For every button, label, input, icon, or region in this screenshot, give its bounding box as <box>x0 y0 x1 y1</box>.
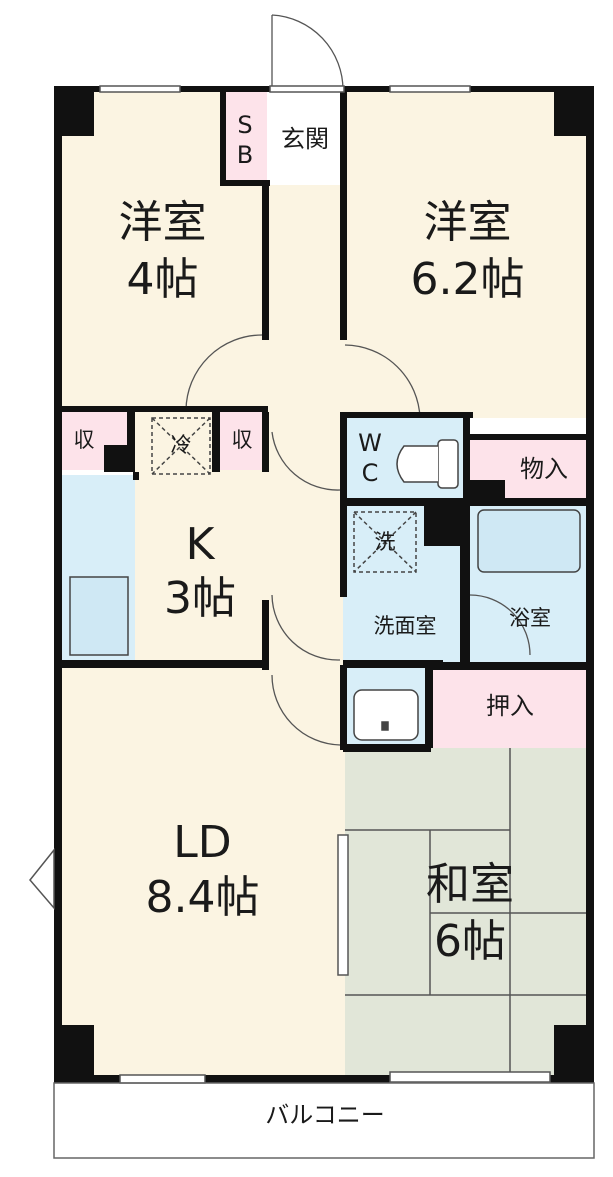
closet-floor <box>430 668 588 748</box>
vanity-drain <box>381 721 389 731</box>
ld-name: LD <box>173 817 232 868</box>
hallway-floor <box>267 185 343 745</box>
shoe-box-floor <box>222 90 267 180</box>
toilet-tank <box>437 439 459 489</box>
washroom-label: 洗面室 <box>373 614 437 638</box>
vanity-basin <box>353 689 419 741</box>
western-room-4-size: 4帖 <box>126 254 199 305</box>
appliances <box>69 417 581 741</box>
entrance-floor <box>267 90 343 185</box>
fridge-space-floor <box>135 412 215 474</box>
fridge-label: 冷 <box>170 433 192 457</box>
western-room-62-name: 洋室 <box>423 197 512 248</box>
sink-mark <box>69 576 129 656</box>
kitchen-name: K <box>185 519 215 570</box>
storeroom-label: 物入 <box>520 455 568 483</box>
bathroom-label: 浴室 <box>509 606 551 630</box>
toilet-bowl <box>396 445 438 483</box>
kitchen-floor <box>135 470 267 665</box>
washer-label: 洗 <box>374 530 396 554</box>
door-swings <box>185 14 531 746</box>
kitchen-size: 3帖 <box>164 573 236 624</box>
ld-floor <box>60 665 345 1080</box>
storage-right-floor <box>218 412 267 470</box>
shoe-box-s-label: S <box>237 111 253 139</box>
western-room-62-size: 6.2帖 <box>410 254 525 305</box>
ld-size: 8.4帖 <box>145 872 260 923</box>
closet-label: 押入 <box>486 692 534 720</box>
balcony <box>53 1082 595 1159</box>
washer-mark <box>353 511 417 573</box>
storage-left-label: 収 <box>73 428 95 452</box>
fridge-mark <box>151 417 211 475</box>
balcony-label: バルコニー <box>265 1101 385 1129</box>
bathtub <box>477 509 581 573</box>
western-room-62-floor <box>343 90 588 418</box>
japanese-room-name: 和室 <box>426 859 514 910</box>
storage-right-label: 収 <box>231 428 253 452</box>
western-room-4-name: 洋室 <box>118 197 207 248</box>
entrance-label: 玄関 <box>281 125 329 153</box>
japanese-room-size: 6帖 <box>434 916 506 967</box>
shoe-box-b-label: B <box>236 141 254 169</box>
wc-c-label: C <box>361 459 379 487</box>
wc-w-label: W <box>358 429 382 457</box>
windows <box>29 85 551 1084</box>
tatami-lines <box>345 748 588 1078</box>
